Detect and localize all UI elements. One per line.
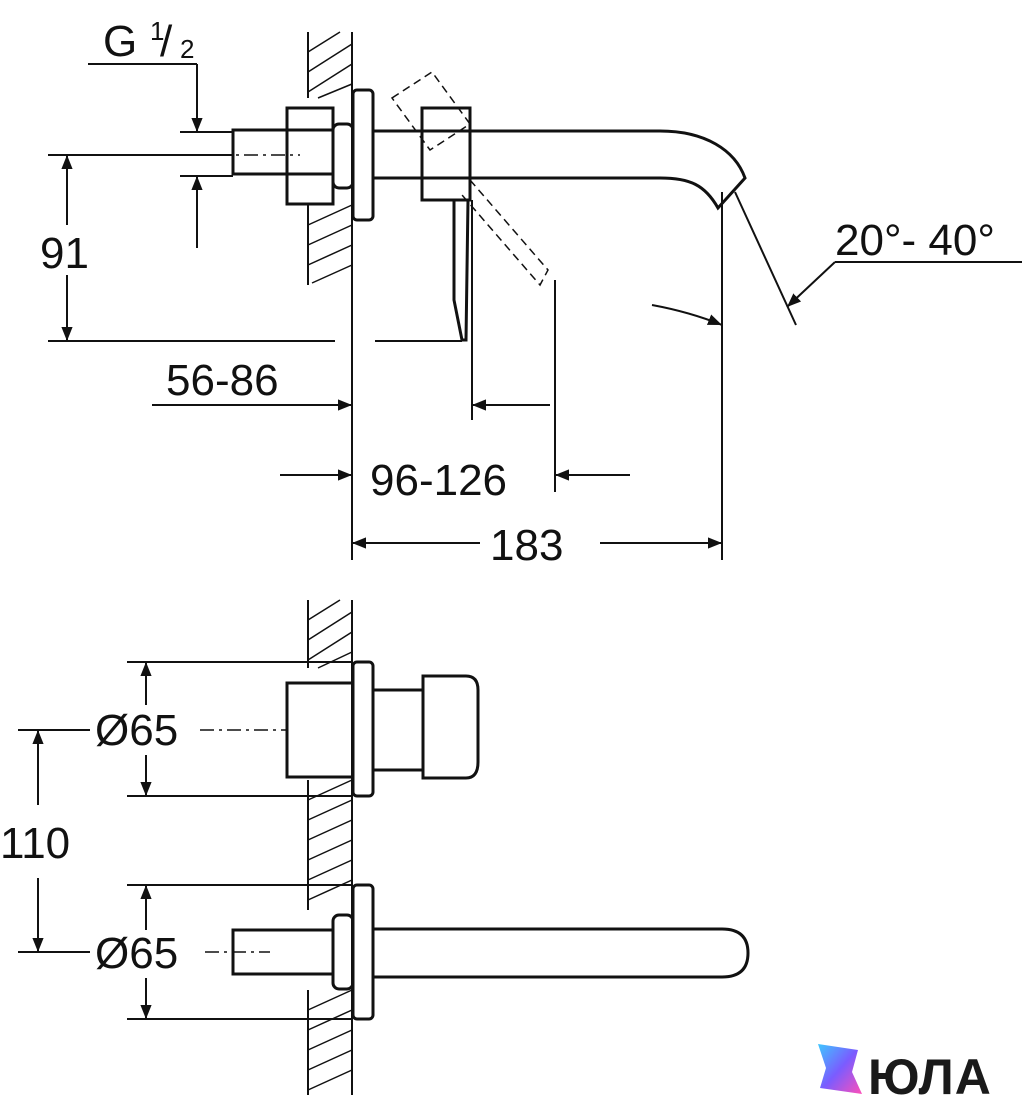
length-dimension: 183 (352, 192, 723, 570)
wall-range-dimension: 56-86 (152, 285, 353, 560)
handle-range-dimension: 96-126 (280, 200, 630, 505)
angle-label: 20°- 40° (835, 216, 995, 265)
spacing-dimension: 110 (0, 729, 90, 953)
valve-body-side (190, 88, 375, 222)
brand-logo-icon (818, 1044, 862, 1094)
lower-diameter-label: Ø65 (95, 929, 178, 978)
spacing-label: 110 (0, 819, 70, 868)
wall-range-label: 56-86 (166, 356, 279, 405)
spout-side (373, 129, 747, 211)
handle-plan (200, 660, 480, 798)
brand-logo: ЮЛА (818, 1044, 992, 1100)
plan-view: Ø65 110 Ø65 (0, 599, 750, 1095)
side-view: G 1 / 2 91 56-86 (40, 16, 1022, 570)
upper-diameter-label: Ø65 (95, 706, 178, 755)
length-label: 183 (490, 521, 563, 570)
thread-dimension: G 1 / 2 (88, 16, 233, 248)
thread-prefix: G (103, 17, 137, 66)
handle-range-label: 96-126 (370, 456, 507, 505)
lower-diameter-dimension: Ø65 (95, 884, 353, 1020)
wall-section-bottom (307, 599, 353, 1095)
thread-denominator: 2 (180, 34, 194, 64)
thread-numerator: 1 (150, 16, 164, 46)
spout-plan (205, 883, 750, 1021)
angle-dimension: 20°- 40° (651, 191, 1022, 326)
brand-name: ЮЛА (868, 1049, 992, 1100)
height-label: 91 (40, 229, 89, 278)
thread-slash: / (160, 17, 173, 66)
upper-diameter-dimension: Ø65 (95, 661, 353, 797)
handle-side (390, 70, 549, 342)
wall-section-top (307, 31, 353, 285)
height-dimension: 91 (40, 154, 462, 342)
